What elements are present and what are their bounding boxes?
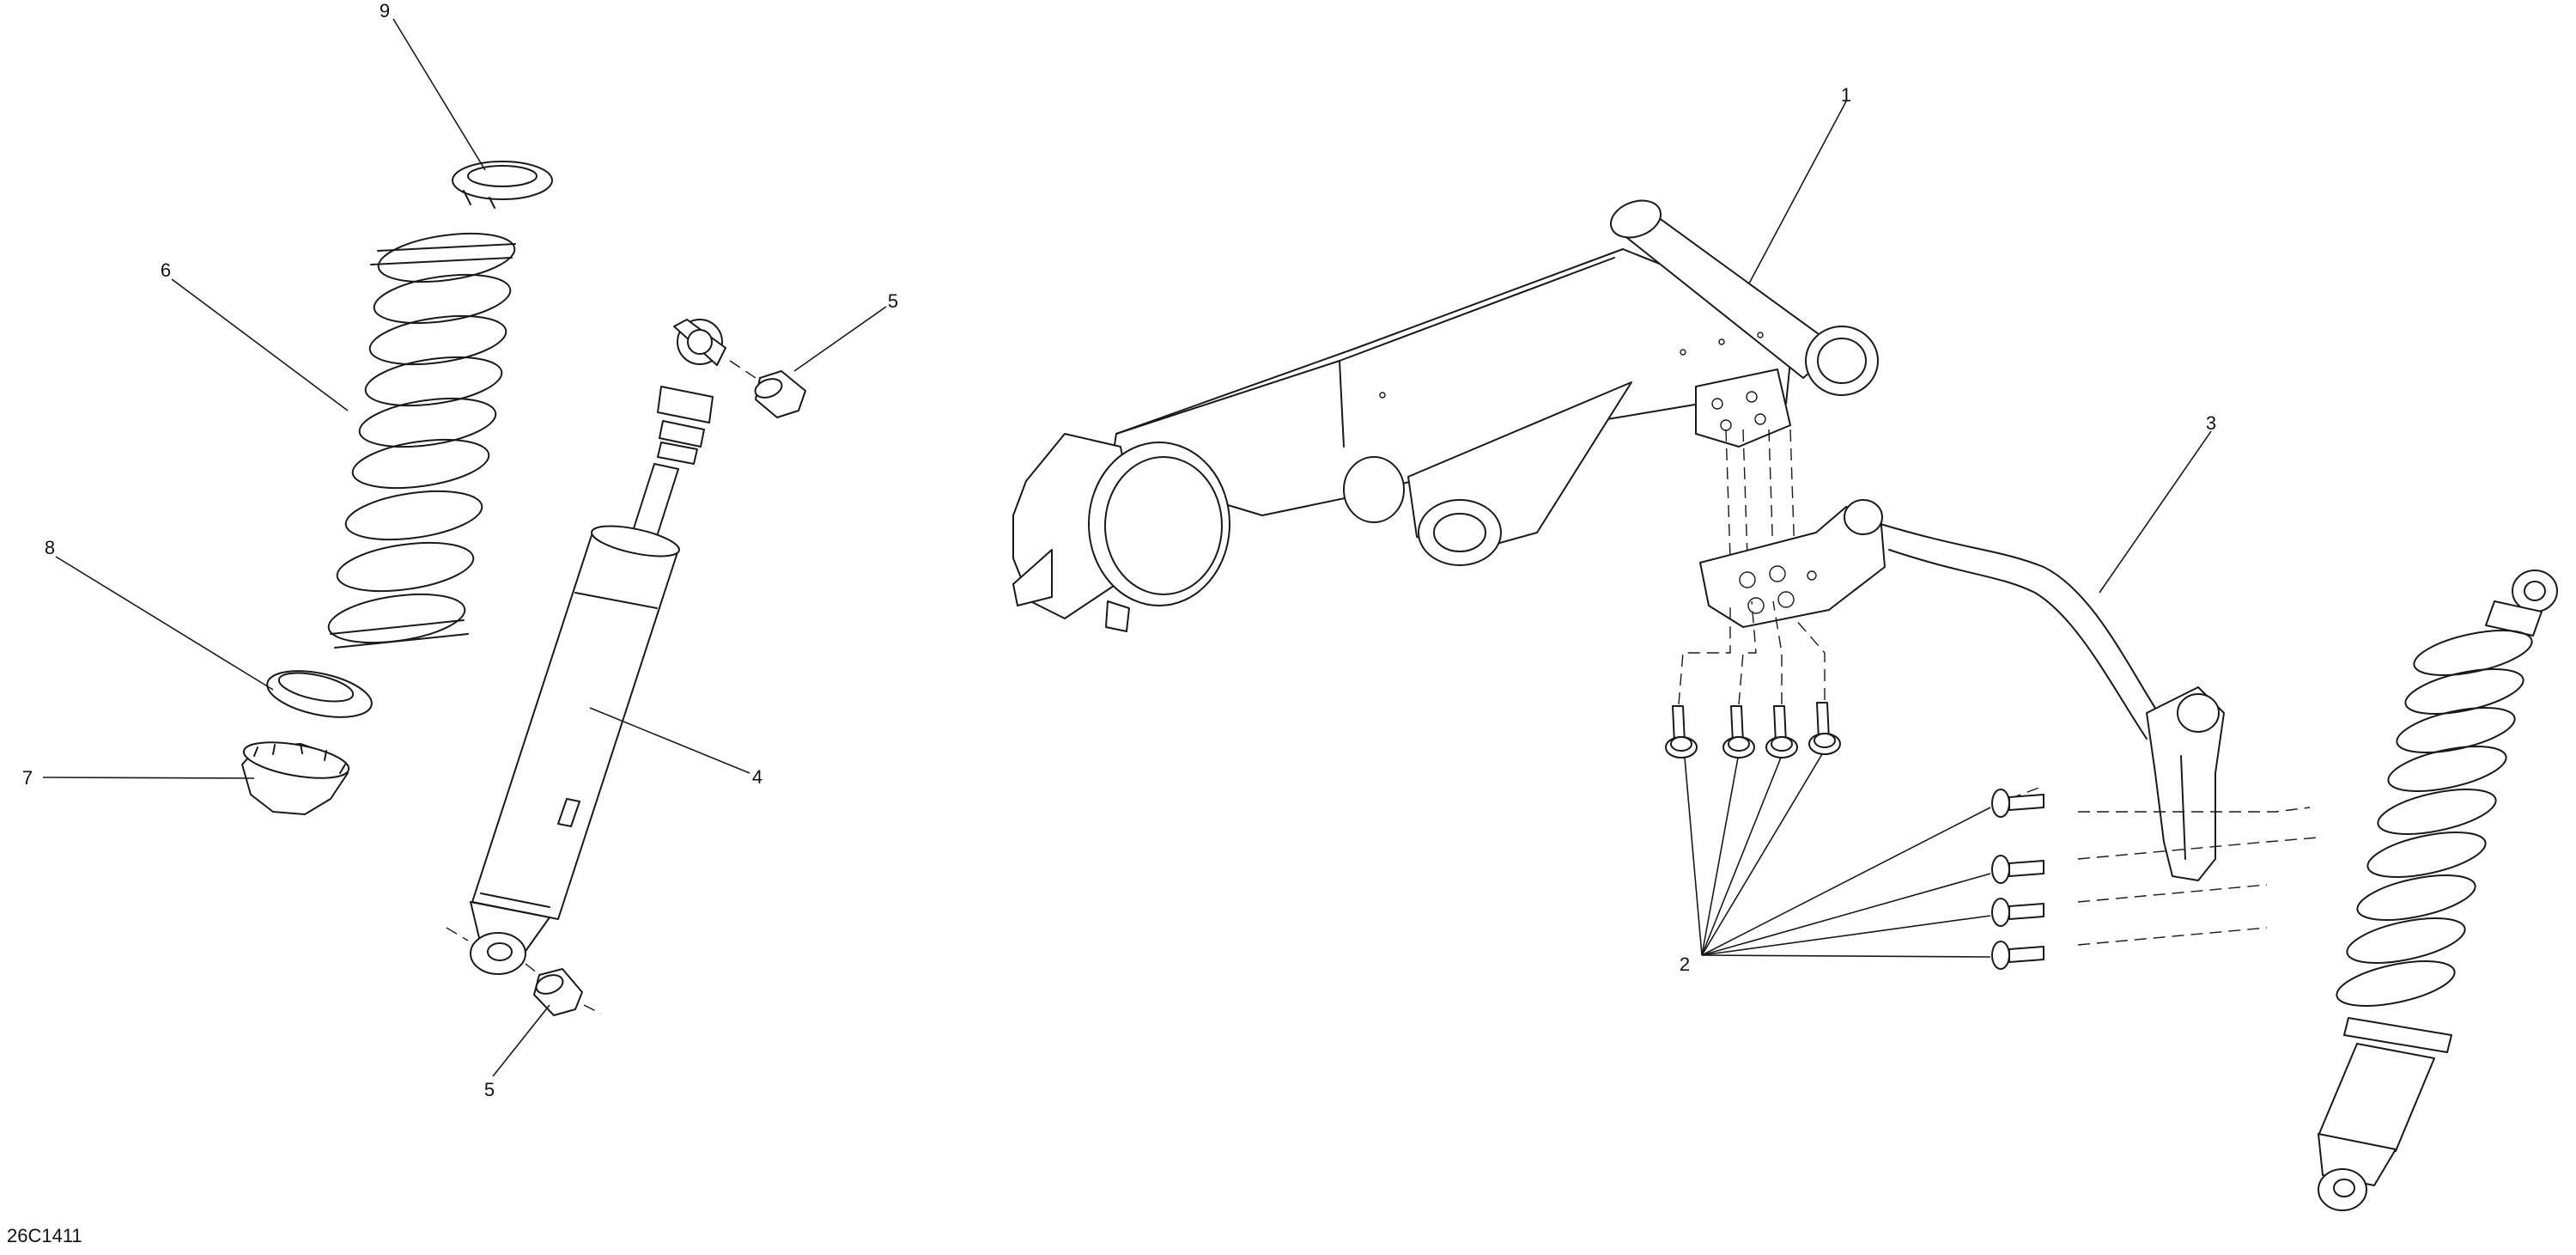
callout-3: 3 <box>2206 412 2216 434</box>
adjuster-nut <box>241 741 350 815</box>
callout-5-top: 5 <box>888 290 898 312</box>
coil-spring <box>327 232 516 649</box>
swing-arm <box>1012 199 1879 632</box>
bolt-8 <box>1991 941 2044 970</box>
callout-9: 9 <box>380 0 390 21</box>
stabilizer-bar <box>1699 499 2225 881</box>
assembled-spring <box>2336 630 2533 1007</box>
bolt-2 <box>1722 705 1755 758</box>
callout-1: 1 <box>1841 84 1851 106</box>
callout-2: 2 <box>1680 953 1690 975</box>
bushing-bottom <box>525 963 602 1016</box>
bolt-3 <box>1765 705 1798 758</box>
assembled-shock <box>2318 570 2558 1211</box>
spring-stopper-ring <box>452 161 553 209</box>
callout-5-bottom: 5 <box>484 1079 495 1100</box>
shock-absorber <box>446 319 726 975</box>
leader-lines <box>42 18 2212 1077</box>
right-bolt-axes <box>2008 785 2319 946</box>
bolt-set <box>1665 600 2044 970</box>
bolt-6 <box>1991 855 2044 884</box>
bolt-1 <box>1665 705 1698 758</box>
callout-4: 4 <box>752 766 762 788</box>
drawing-code: 26C1411 <box>7 1225 82 1246</box>
spring-seat <box>266 670 373 718</box>
bolt-5 <box>1991 789 2044 818</box>
bushing-top <box>729 360 806 418</box>
bolt-4 <box>1808 702 1841 755</box>
bolt-7 <box>1991 898 2044 927</box>
callout-6: 6 <box>161 259 171 281</box>
callout-8: 8 <box>45 537 55 558</box>
upper-bolt-axes <box>1725 429 1795 559</box>
callout-7: 7 <box>22 767 33 789</box>
